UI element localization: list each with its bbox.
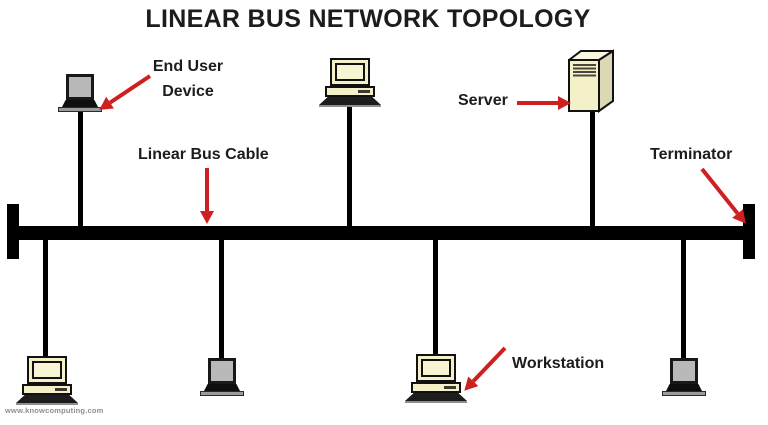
laptop-screen [66, 74, 94, 100]
left-terminator-bar [7, 204, 19, 259]
drop-line-bottom-laptop-1 [219, 240, 224, 360]
laptop-keyboard [204, 384, 240, 391]
end-user-laptop-icon [58, 74, 102, 112]
workstation-desktop-icon [405, 354, 467, 403]
bus-cable-line [10, 226, 755, 240]
arrow-shaft [700, 167, 740, 215]
laptop-base [662, 391, 706, 396]
laptop-base [200, 391, 244, 396]
drop-line-top-desktop [347, 105, 352, 226]
arrow-shaft [108, 74, 152, 105]
desktop-screen [335, 63, 365, 81]
desktop-drive-slot [444, 386, 456, 389]
desktop-system-unit [22, 384, 72, 395]
bottom-laptop-1-icon [200, 358, 244, 396]
desktop-base-rim [319, 105, 381, 107]
drop-line-bottom-laptop-2 [681, 240, 686, 360]
desktop-monitor [416, 354, 456, 382]
right-terminator-bar [743, 204, 755, 259]
server-tower-graphic [566, 49, 617, 113]
desktop-keyboard-base [319, 97, 381, 105]
arrow-head [558, 96, 571, 110]
laptop-screen [208, 358, 236, 384]
desktop-keyboard-base [405, 393, 467, 401]
server-tower-icon [566, 49, 617, 113]
server-arrow-icon [517, 96, 571, 110]
drop-line-bottom-desktop [43, 240, 48, 358]
drop-line-server [590, 111, 595, 226]
laptop-keyboard [62, 100, 98, 107]
desktop-base-rim [16, 403, 78, 405]
desktop-monitor [27, 356, 67, 384]
desktop-keyboard-base [16, 395, 78, 403]
desktop-system-unit [325, 86, 375, 97]
watermark-url: www.knowcomputing.com [5, 406, 104, 415]
desktop-monitor [330, 58, 370, 86]
label-server: Server [458, 92, 508, 109]
drop-line-end-user-laptop [78, 110, 83, 226]
desktop-screen [32, 361, 62, 379]
drop-line-workstation [433, 240, 438, 356]
desktop-drive-slot [358, 90, 370, 93]
bottom-left-desktop-icon [16, 356, 78, 405]
laptop-base [58, 107, 102, 112]
arrow-head [200, 211, 214, 224]
desktop-screen [421, 359, 451, 377]
linear-bus-cable-arrow-icon [200, 168, 214, 224]
page-title: LINEAR BUS NETWORK TOPOLOGY [145, 5, 591, 33]
label-terminator: Terminator [650, 146, 733, 163]
desktop-system-unit [411, 382, 461, 393]
laptop-screen [670, 358, 698, 384]
arrow-shaft [517, 101, 558, 105]
label-linear-bus-cable: Linear Bus Cable [138, 146, 269, 163]
laptop-keyboard [666, 384, 702, 391]
arrow-shaft [471, 346, 507, 383]
desktop-drive-slot [55, 388, 67, 391]
desktop-base-rim [405, 401, 467, 403]
terminator-arrow-icon [697, 165, 752, 229]
top-desktop-icon [319, 58, 381, 107]
label-workstation: Workstation [512, 355, 605, 372]
bottom-laptop-2-icon [662, 358, 706, 396]
arrow-shaft [205, 168, 209, 211]
label-end-user-device: End User Device [152, 58, 224, 100]
